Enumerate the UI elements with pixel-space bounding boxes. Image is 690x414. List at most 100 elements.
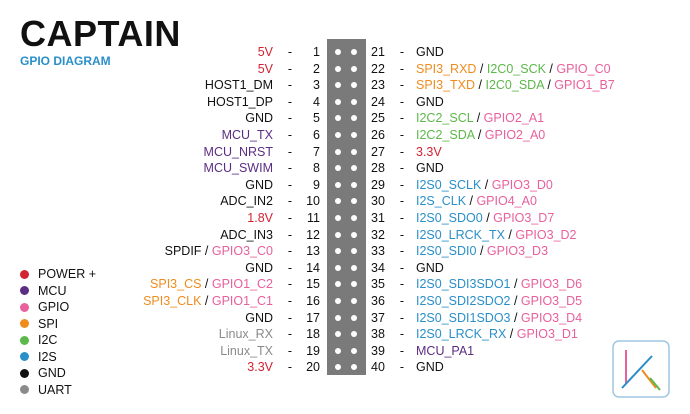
right-pin-name: I2S0_LRCK_TX / GPIO3_D2 bbox=[416, 226, 577, 244]
right-pin-name: MCU_PA1 bbox=[416, 342, 474, 360]
right-pin-dash: - bbox=[399, 277, 405, 292]
header-pin-even bbox=[351, 264, 357, 271]
left-pin-dash: - bbox=[287, 260, 293, 275]
left-pin-name: MCU_NRST bbox=[0, 143, 273, 161]
label-separator: / bbox=[466, 194, 477, 209]
label-separator: / bbox=[476, 244, 487, 259]
pin-label-gnd: GND bbox=[245, 177, 273, 192]
label-separator: / bbox=[482, 211, 494, 225]
header-pin-even bbox=[351, 82, 357, 89]
pin-label-i2c: I2C2_SCL bbox=[416, 111, 474, 126]
right-pin-number: 37 bbox=[371, 310, 385, 325]
header-pin-odd bbox=[335, 298, 341, 304]
left-pin-dash: - bbox=[287, 45, 293, 59]
left-pin-name: 3.3V bbox=[0, 358, 273, 376]
right-pin-name: 3.3V bbox=[416, 143, 442, 161]
pin-label-power: 3.3V bbox=[247, 360, 273, 375]
left-pin-name: 1.8V bbox=[0, 209, 273, 227]
left-pin-name: GND bbox=[0, 309, 273, 327]
right-pin-number: 27 bbox=[371, 144, 385, 159]
right-pin-number: 36 bbox=[371, 294, 385, 308]
legend-label: POWER + bbox=[38, 267, 96, 282]
right-pin-number: 30 bbox=[371, 194, 385, 209]
right-pin-dash: - bbox=[399, 111, 405, 126]
left-pin-dash: - bbox=[287, 211, 293, 225]
header-pin-odd bbox=[335, 165, 341, 172]
header-pin-odd bbox=[335, 231, 341, 238]
right-pin-name: I2S0_SDO0 / GPIO3_D7 bbox=[416, 209, 554, 227]
left-pin-dash: - bbox=[287, 227, 293, 242]
legend-item: I2S bbox=[20, 349, 96, 366]
left-pin-number: 19 bbox=[306, 343, 320, 358]
right-pin-dash: - bbox=[399, 360, 405, 375]
legend-dot-icon bbox=[20, 335, 29, 345]
pin-label-spi: SPI3_CLK bbox=[143, 294, 202, 308]
header-pin-even bbox=[351, 231, 357, 238]
header-pin-odd bbox=[335, 82, 341, 89]
label-separator: / bbox=[504, 227, 516, 242]
label-separator: / bbox=[201, 244, 212, 259]
right-pin-name: I2S0_LRCK_RX / GPIO3_D1 bbox=[416, 325, 578, 343]
legend-label: GPIO bbox=[38, 300, 70, 315]
right-pin-dash: - bbox=[399, 161, 405, 176]
right-pin-dash: - bbox=[399, 211, 405, 225]
pin-label-i2s: I2S0_LRCK_TX bbox=[416, 227, 505, 242]
header-pin-odd bbox=[335, 181, 341, 188]
right-pin-name: I2S_CLK / GPIO4_A0 bbox=[416, 192, 537, 210]
header-pin-odd bbox=[335, 364, 341, 371]
header-pin-odd bbox=[335, 347, 341, 354]
logo-stroke bbox=[649, 377, 661, 391]
right-pin-name: SPI3_RXD / I2C0_SCK / GPIO_C0 bbox=[416, 60, 611, 78]
header-pin-even bbox=[351, 181, 357, 188]
pin-label-spi: SPI3_CS bbox=[150, 277, 202, 292]
left-pin-dash: - bbox=[287, 61, 293, 76]
right-pin-name: SPI3_TXD / I2C0_SDA / GPIO1_B7 bbox=[416, 76, 615, 94]
label-separator: / bbox=[481, 177, 492, 192]
right-pin-dash: - bbox=[399, 144, 405, 159]
left-pin-number: 5 bbox=[313, 111, 320, 126]
header-pin-odd bbox=[335, 248, 341, 255]
label-separator: / bbox=[201, 294, 212, 308]
right-pin-number: 24 bbox=[371, 94, 385, 109]
diagram-subtitle: GPIO DIAGRAM bbox=[20, 54, 111, 68]
pin-label-gnd: SPDIF bbox=[164, 244, 202, 259]
pin-label-gpio: GPIO1_C1 bbox=[211, 294, 273, 308]
header-pin-even bbox=[351, 331, 357, 338]
pin-label-power: 5V bbox=[257, 45, 273, 59]
right-pin-number: 40 bbox=[371, 360, 385, 375]
pin-label-gnd: GND bbox=[416, 161, 444, 176]
left-pin-number: 18 bbox=[306, 327, 320, 342]
pin-label-i2c: I2C0_SCK bbox=[486, 61, 546, 76]
left-pin-name: GND bbox=[0, 109, 273, 127]
legend-label: GND bbox=[38, 366, 66, 381]
left-pin-dash: - bbox=[287, 78, 293, 93]
pin-label-gpio: GPIO_C0 bbox=[556, 61, 611, 76]
right-pin-number: 21 bbox=[371, 45, 385, 59]
pin-label-i2s: I2S_CLK bbox=[416, 194, 467, 209]
left-pin-number: 6 bbox=[313, 128, 320, 142]
right-pin-name: GND bbox=[416, 159, 444, 177]
pin-label-i2s: I2S0_LRCK_RX bbox=[416, 327, 507, 342]
label-separator: / bbox=[506, 327, 517, 342]
left-pin-name: GND bbox=[0, 176, 273, 194]
header-pin-odd bbox=[335, 314, 341, 321]
label-separator: / bbox=[475, 78, 486, 93]
pin-label-power: 5V bbox=[257, 61, 273, 76]
pin-label-gpio: GPIO3_D6 bbox=[520, 277, 583, 292]
legend-item: SPI bbox=[20, 316, 96, 333]
pin-label-i2s: I2S0_SDI0 bbox=[416, 244, 477, 259]
pin-label-uart: Linux_RX bbox=[218, 327, 273, 342]
header-pin-even bbox=[351, 198, 357, 205]
label-separator: / bbox=[510, 310, 521, 325]
label-separator: / bbox=[545, 61, 557, 76]
header-pin-even bbox=[351, 165, 357, 172]
left-pin-name: HOST1_DP bbox=[0, 93, 273, 111]
pin-label-gpio: GPIO3_D7 bbox=[493, 211, 555, 225]
pin-label-mcu: MCU_PA1 bbox=[416, 343, 475, 358]
left-pin-number: 4 bbox=[313, 94, 320, 109]
pin-label-gpio: GPIO2_A1 bbox=[483, 111, 545, 126]
pin-label-gnd: GND bbox=[416, 94, 444, 109]
pin-label-gnd: GND bbox=[245, 111, 273, 126]
right-pin-name: GND bbox=[416, 358, 444, 376]
pin-label-gpio: GPIO3_D5 bbox=[520, 294, 583, 308]
